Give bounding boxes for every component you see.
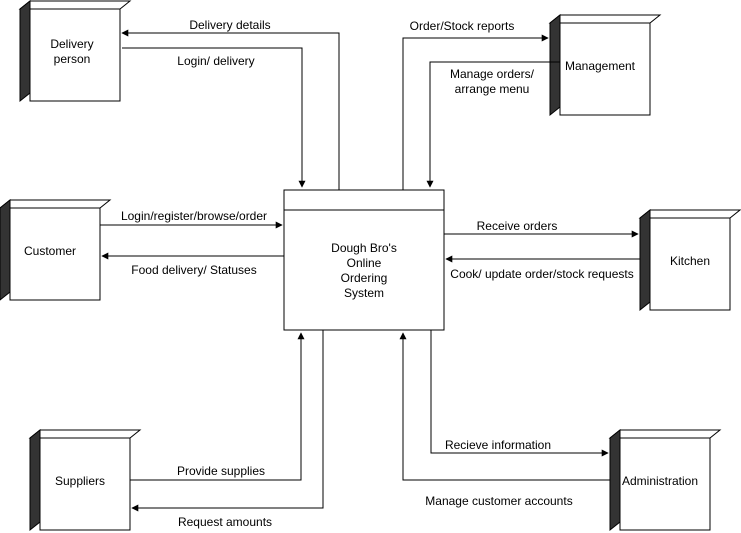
- system-name-line: Dough Bro's: [331, 241, 397, 255]
- login-register-label-line: Login/register/browse/order: [121, 209, 267, 223]
- system-name-line: Online: [347, 256, 382, 270]
- login-delivery-label: Login/ delivery: [177, 54, 254, 68]
- management-label: Management: [565, 59, 636, 73]
- recieve-information-label-line: Recieve information: [445, 438, 551, 452]
- suppliers-label: Suppliers: [55, 474, 105, 488]
- login-register-label: Login/register/browse/order: [121, 209, 267, 223]
- kitchen-label-line: Kitchen: [670, 254, 710, 268]
- login-delivery-label-line: Login/ delivery: [177, 54, 254, 68]
- receive-orders-label: Receive orders: [477, 219, 558, 233]
- system-name-line: Ordering: [341, 271, 388, 285]
- manage-accounts-label-line: Manage customer accounts: [425, 494, 572, 508]
- suppliers-label-line: Suppliers: [55, 474, 105, 488]
- delivery-details-flow: [121, 29, 340, 190]
- recieve-information-flow: [430, 330, 609, 457]
- delivery-person-label-line: person: [54, 52, 91, 66]
- kitchen-entity[interactable]: Kitchen: [638, 208, 741, 312]
- manage-orders-label: Manage orders/arrange menu: [450, 67, 535, 96]
- manage-accounts-label: Manage customer accounts: [425, 494, 572, 508]
- manage-orders-label-line: Manage orders/: [450, 67, 535, 81]
- provide-supplies-label-line: Provide supplies: [177, 464, 265, 478]
- administration-entity[interactable]: Administration: [608, 428, 722, 532]
- request-amounts-label: Request amounts: [178, 515, 272, 529]
- receive-orders-label-line: Receive orders: [477, 219, 558, 233]
- suppliers-entity[interactable]: Suppliers: [28, 428, 142, 532]
- food-delivery-label: Food delivery/ Statuses: [131, 263, 256, 277]
- delivery-details-label-line: Delivery details: [189, 18, 270, 32]
- administration-label-line: Administration: [622, 474, 698, 488]
- manage-accounts-flow: [399, 332, 610, 481]
- delivery-details-label: Delivery details: [189, 18, 270, 32]
- manage-orders-label-line: arrange menu: [455, 82, 530, 96]
- customer-label: Customer: [24, 244, 76, 258]
- management-entity[interactable]: Management: [548, 13, 662, 117]
- manage-orders-flow: [426, 61, 560, 188]
- provide-supplies-flow: [130, 332, 305, 481]
- administration-label: Administration: [622, 474, 698, 488]
- kitchen-label: Kitchen: [670, 254, 710, 268]
- customer-entity[interactable]: Customer: [0, 198, 112, 301]
- cook-update-label-line: Cook/ update order/stock requests: [450, 267, 633, 281]
- provide-supplies-label: Provide supplies: [177, 464, 265, 478]
- order-stock-reports-flow: [402, 34, 549, 190]
- system-name-line: System: [344, 286, 384, 300]
- request-amounts-flow: [131, 330, 324, 512]
- delivery-person-label-line: Delivery: [50, 37, 93, 51]
- recieve-information-label: Recieve information: [445, 438, 551, 452]
- customer-label-line: Customer: [24, 244, 76, 258]
- order-stock-reports-label-line: Order/Stock reports: [410, 19, 515, 33]
- login-delivery-flow: [122, 47, 306, 188]
- food-delivery-label-line: Food delivery/ Statuses: [131, 263, 256, 277]
- order-stock-reports-label: Order/Stock reports: [410, 19, 515, 33]
- request-amounts-label-line: Request amounts: [178, 515, 272, 529]
- management-label-line: Management: [565, 59, 636, 73]
- cook-update-label: Cook/ update order/stock requests: [450, 267, 633, 281]
